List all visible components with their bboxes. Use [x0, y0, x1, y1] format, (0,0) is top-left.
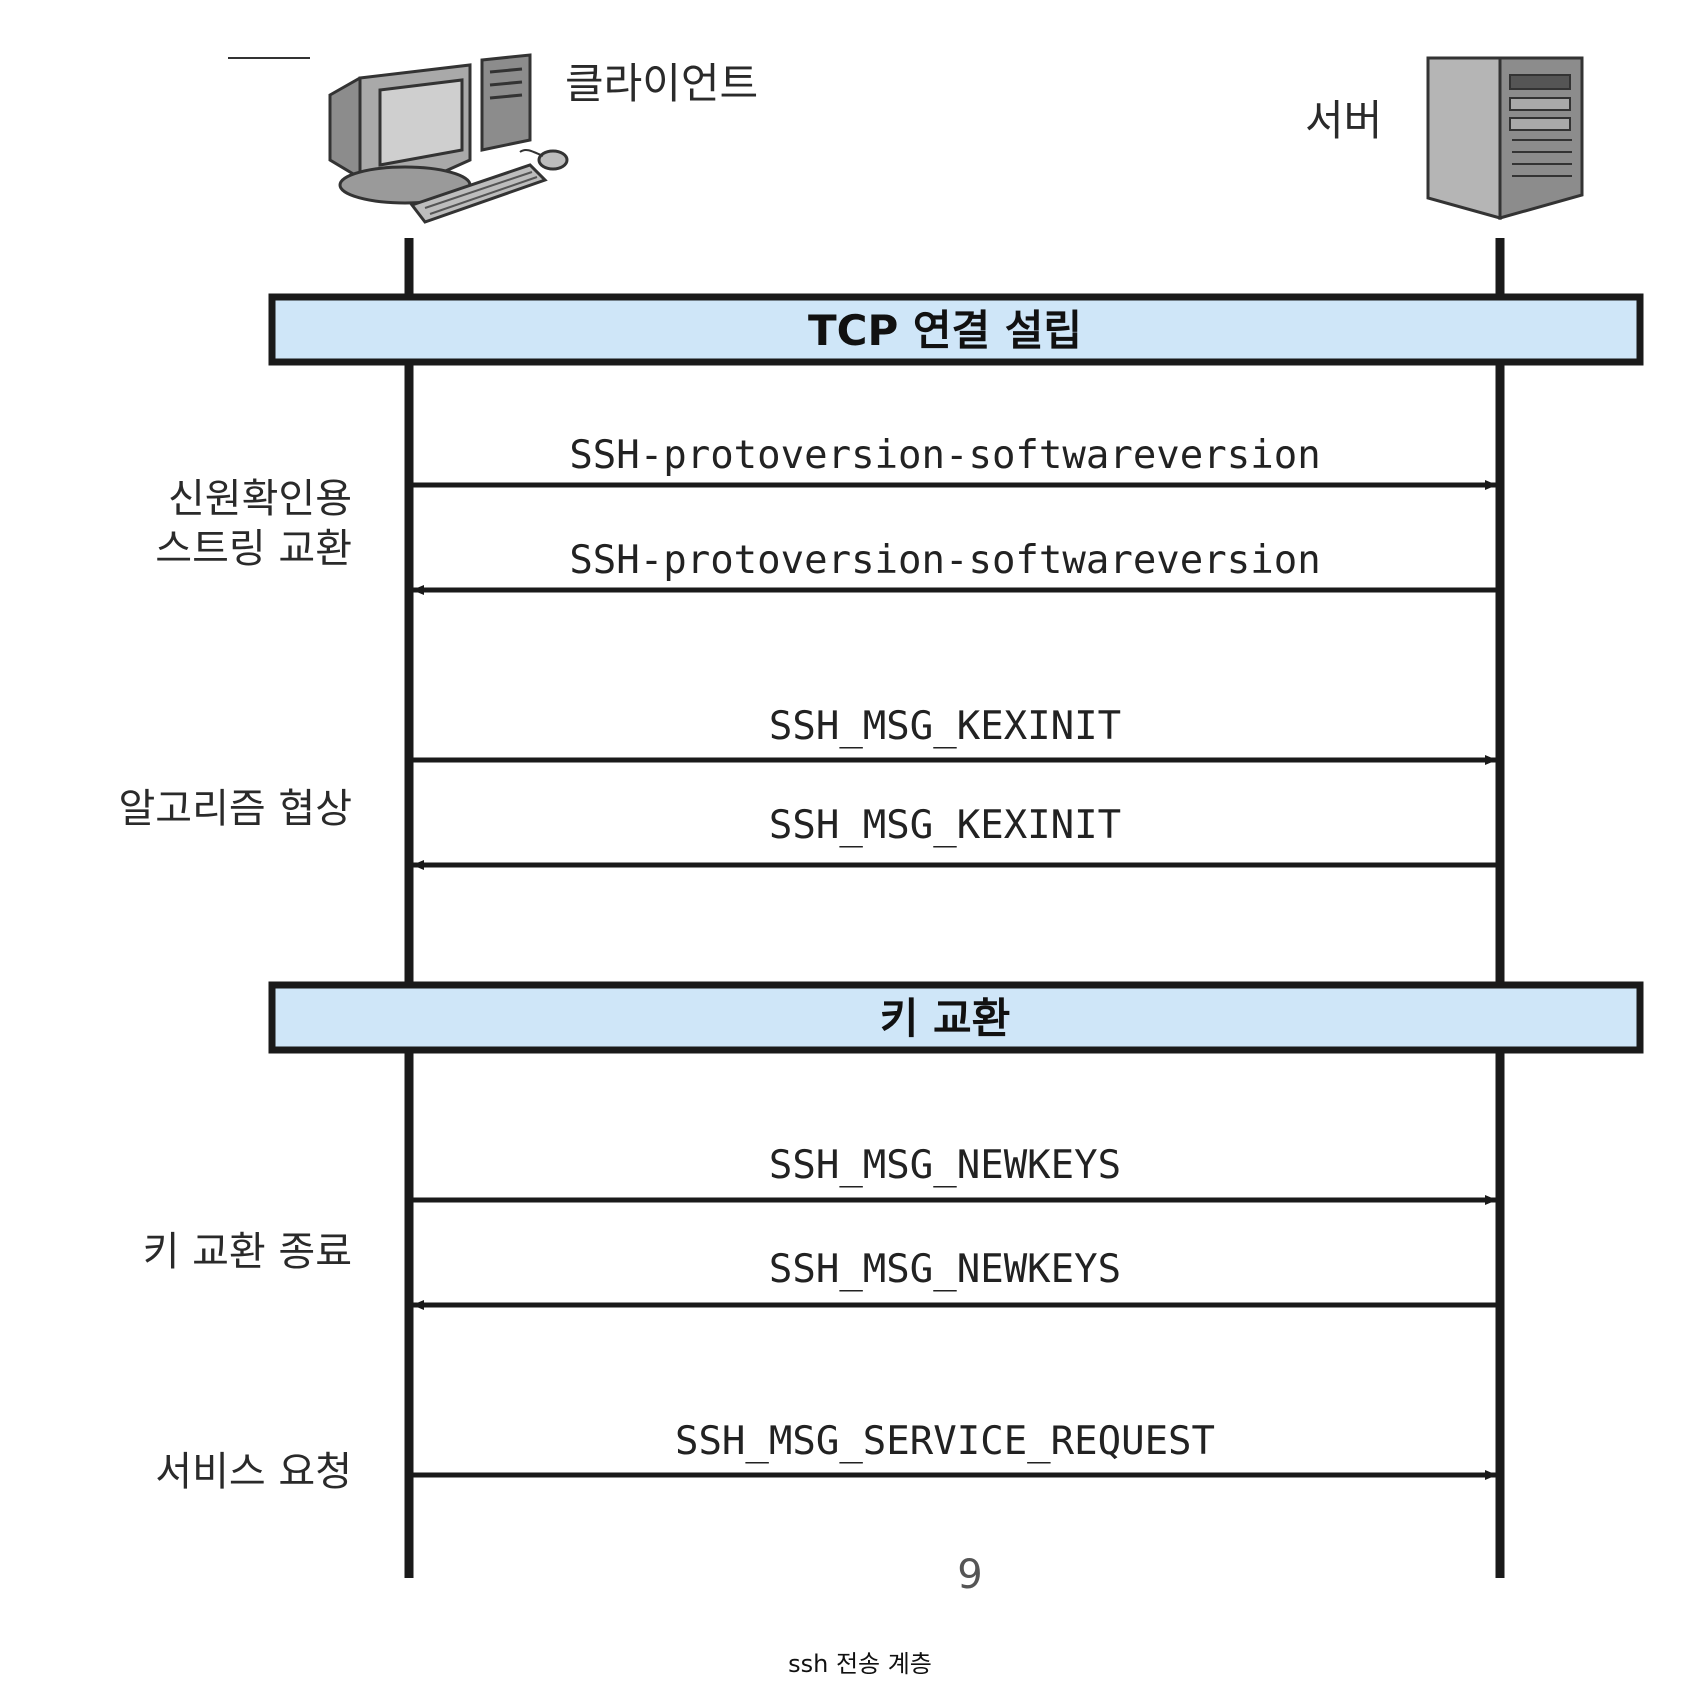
message-7: SSH_MSG_SERVICE_REQUEST — [413, 1419, 1497, 1480]
phase-tcp-connection: TCP 연결 설립 — [268, 293, 1644, 366]
phase-key-exchange-label: 키 교환 — [880, 994, 1011, 1043]
phase-tcp-label: TCP 연결 설립 — [808, 306, 1082, 355]
lane-label-version-1: 신원확인용 — [168, 476, 352, 522]
lane-label-service: 서비스 요청 — [155, 1449, 352, 1495]
lane-label-newkeys: 키 교환 종료 — [143, 1229, 352, 1275]
message-2-label: SSH-protoversion-softwareversion — [569, 538, 1320, 583]
desktop-computer-icon — [328, 53, 569, 224]
message-6-label: SSH_MSG_NEWKEYS — [769, 1247, 1121, 1292]
message-6: SSH_MSG_NEWKEYS — [412, 1247, 1496, 1310]
message-5: SSH_MSG_NEWKEYS — [413, 1143, 1497, 1205]
message-3-label: SSH_MSG_KEXINIT — [769, 704, 1121, 749]
message-3: SSH_MSG_KEXINIT — [413, 704, 1497, 765]
lane-label-algorithm: 알고리즘 협상 — [118, 786, 352, 832]
client-label: 클라이언트 — [565, 59, 758, 108]
figure-caption: ssh 전송 계층 — [788, 1650, 932, 1678]
lane-label-version-2: 스트링 교환 — [155, 526, 352, 572]
message-2: SSH-protoversion-softwareversion — [412, 538, 1496, 595]
message-1-label: SSH-protoversion-softwareversion — [569, 433, 1320, 478]
page-number: 9 — [957, 1552, 982, 1598]
message-7-label: SSH_MSG_SERVICE_REQUEST — [675, 1419, 1215, 1464]
message-5-label: SSH_MSG_NEWKEYS — [769, 1143, 1121, 1188]
phase-key-exchange: 키 교환 — [268, 981, 1644, 1054]
message-4: SSH_MSG_KEXINIT — [412, 803, 1496, 870]
server-label: 서버 — [1305, 96, 1382, 145]
message-1: SSH-protoversion-softwareversion — [413, 433, 1497, 490]
server-tower-icon — [1426, 56, 1584, 220]
message-4-label: SSH_MSG_KEXINIT — [769, 803, 1121, 848]
